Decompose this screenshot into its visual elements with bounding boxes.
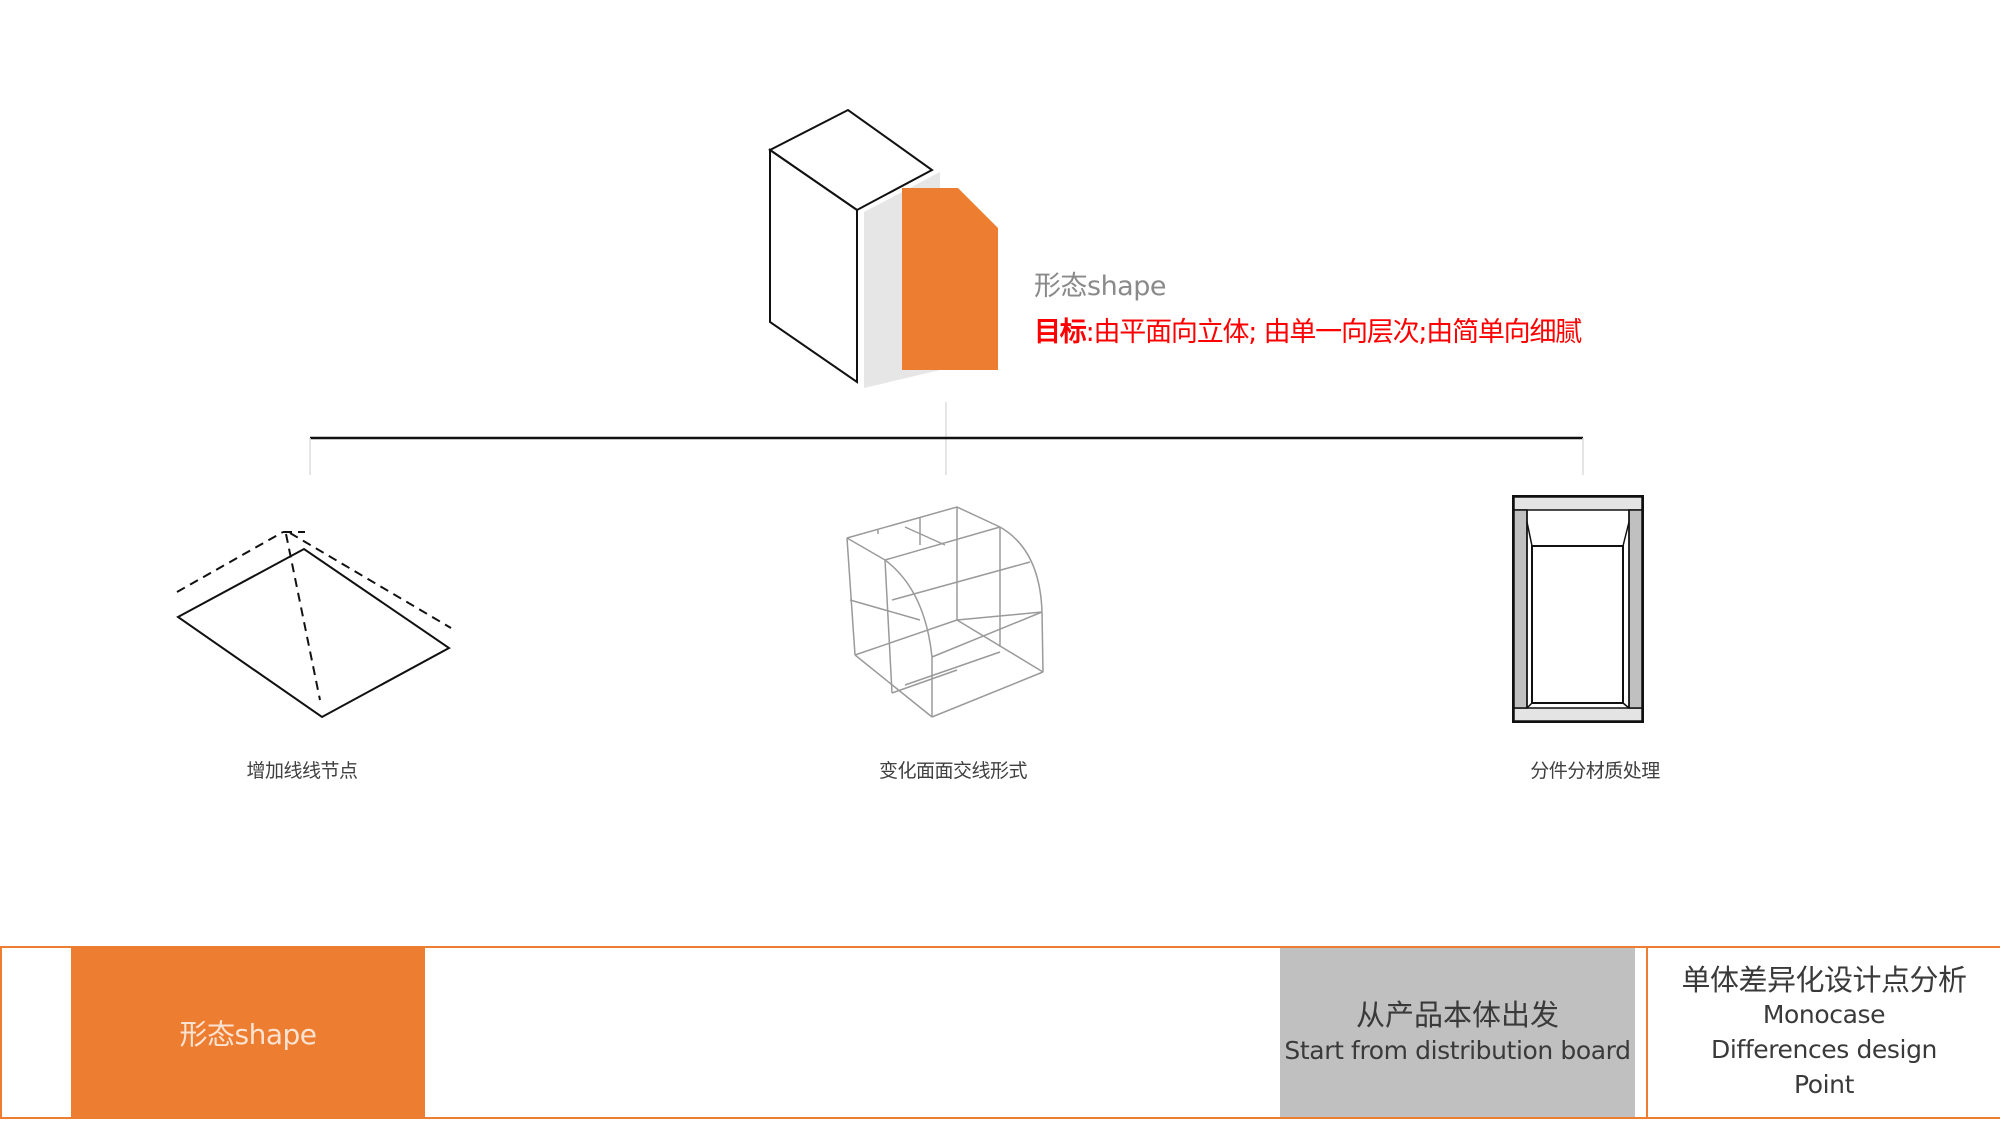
footer-section-label: 形态shape	[179, 1017, 318, 1051]
tree-connector	[309, 402, 1584, 475]
footer-topic-en-1: Monocase	[1762, 1000, 1886, 1029]
framed-panel-icon	[1512, 495, 1644, 723]
hero-cabinet-icon	[768, 108, 998, 388]
footer-section-tab: 形态shape	[71, 948, 425, 1117]
wireframe-cabinet-icon	[846, 506, 1044, 718]
goal-label: 目标	[1034, 317, 1087, 348]
footer-divider	[1646, 948, 1648, 1117]
footer-topic-cn: 单体差异化设计点分析	[1681, 963, 1967, 997]
folded-plane-icon	[176, 531, 452, 719]
footer-source-block: 从产品本体出发 Start from distribution board	[1280, 948, 1635, 1117]
branch-caption-2: 变化面面交线形式	[878, 760, 1028, 782]
footer-bar	[0, 946, 2000, 1119]
branch-caption-1: 增加线线节点	[246, 760, 358, 782]
footer-topic-en-2: Differences design	[1711, 1035, 1937, 1064]
footer-topic-block: 单体差异化设计点分析 Monocase Differences design P…	[1648, 948, 2000, 1117]
section-title: 形态shape	[1034, 271, 1166, 302]
footer-source-cn: 从产品本体出发	[1355, 998, 1559, 1032]
footer-source-en: Start from distribution board	[1284, 1036, 1631, 1065]
goal-text: :由平面向立体; 由单一向层次;由简单向细腻	[1085, 317, 1583, 348]
goal-statement: 目标:由平面向立体; 由单一向层次;由简单向细腻	[1034, 316, 1583, 350]
branch-caption-3: 分件分材质处理	[1530, 760, 1660, 782]
footer-topic-en-3: Point	[1793, 1070, 1855, 1099]
